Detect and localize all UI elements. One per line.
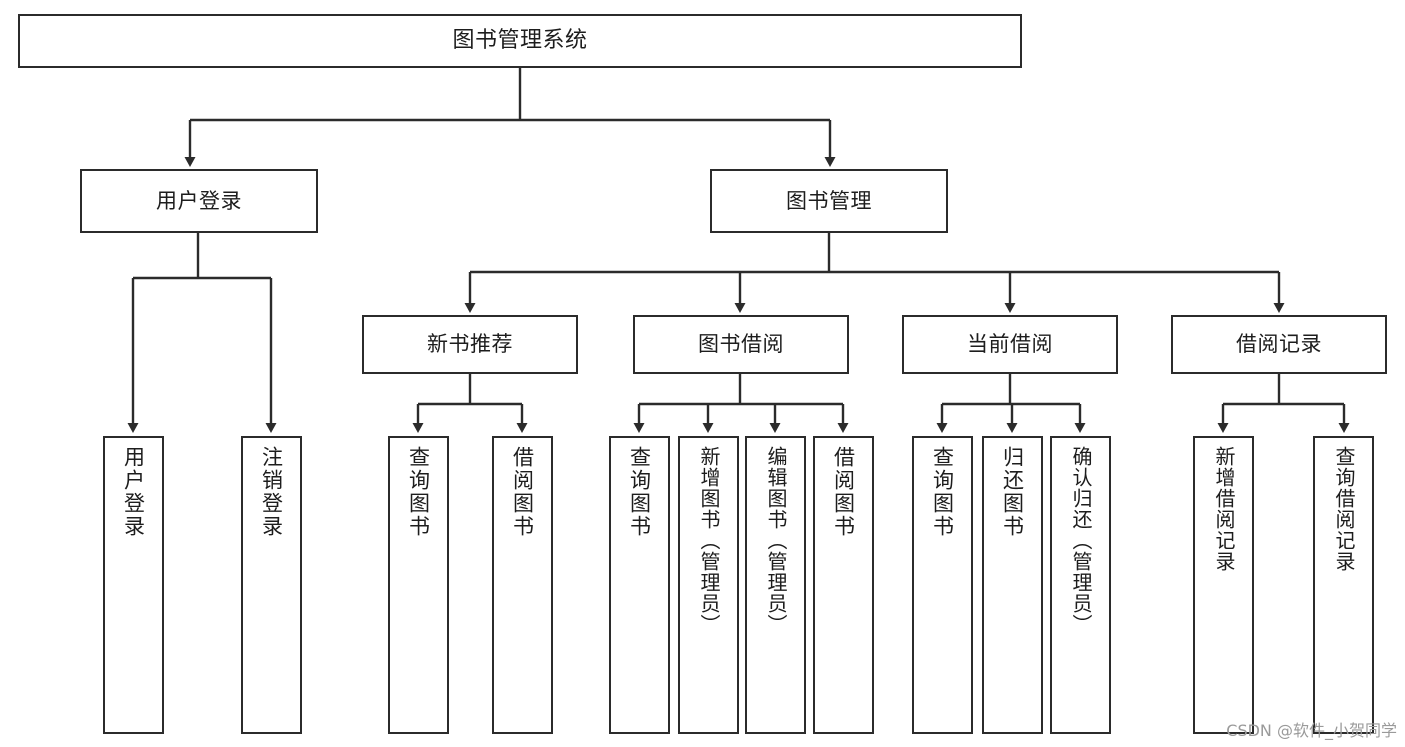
node-root-label: 图书管理系统 — [452, 28, 588, 54]
csdn-watermark: CSDN @软件_小贺同学 — [1226, 721, 1397, 740]
node-borrow-record[interactable]: 借阅记录 — [1171, 315, 1387, 374]
node-book-management-label: 图书管理 — [786, 188, 872, 213]
leaf-current-borrow-return-label: 归还图书 — [1000, 446, 1025, 538]
node-user-login-label: 用户登录 — [156, 188, 242, 213]
node-current-borrow-label: 当前借阅 — [967, 332, 1053, 357]
leaf-user-login-signin-label: 用户登录 — [121, 446, 146, 538]
leaf-new-book-query-label: 查询图书 — [406, 446, 431, 538]
leaf-current-borrow-query[interactable]: 查询图书 — [912, 436, 973, 734]
leaf-current-borrow-confirm-return[interactable]: 确认归还（管理员） — [1050, 436, 1111, 734]
node-root[interactable]: 图书管理系统 — [18, 14, 1022, 68]
node-book-borrow-label: 图书借阅 — [698, 332, 784, 357]
leaf-user-login-signout-label: 注销登录 — [259, 446, 284, 538]
node-current-borrow[interactable]: 当前借阅 — [902, 315, 1118, 374]
node-book-management[interactable]: 图书管理 — [710, 169, 948, 233]
leaf-new-book-borrow[interactable]: 借阅图书 — [492, 436, 553, 734]
leaf-book-borrow-query[interactable]: 查询图书 — [609, 436, 670, 734]
leaf-borrow-record-add[interactable]: 新增借阅记录 — [1193, 436, 1254, 734]
leaf-current-borrow-return[interactable]: 归还图书 — [982, 436, 1043, 734]
node-new-book-recommend[interactable]: 新书推荐 — [362, 315, 578, 374]
leaf-book-borrow-lend[interactable]: 借阅图书 — [813, 436, 874, 734]
leaf-current-borrow-query-label: 查询图书 — [930, 446, 955, 538]
node-user-login[interactable]: 用户登录 — [80, 169, 318, 233]
leaf-new-book-borrow-label: 借阅图书 — [510, 446, 535, 538]
leaf-book-borrow-lend-label: 借阅图书 — [831, 446, 856, 538]
leaf-book-borrow-add-label: 新增图书（管理员） — [697, 446, 721, 635]
leaf-new-book-query[interactable]: 查询图书 — [388, 436, 449, 734]
leaf-borrow-record-add-label: 新增借阅记录 — [1212, 446, 1236, 572]
node-borrow-record-label: 借阅记录 — [1236, 332, 1322, 357]
leaf-book-borrow-add[interactable]: 新增图书（管理员） — [678, 436, 739, 734]
leaf-borrow-record-query[interactable]: 查询借阅记录 — [1313, 436, 1374, 734]
leaf-current-borrow-confirm-return-label: 确认归还（管理员） — [1069, 446, 1093, 635]
node-new-book-recommend-label: 新书推荐 — [427, 332, 513, 357]
leaf-book-borrow-edit-label: 编辑图书（管理员） — [764, 446, 788, 635]
node-book-borrow[interactable]: 图书借阅 — [633, 315, 849, 374]
leaf-book-borrow-query-label: 查询图书 — [627, 446, 652, 538]
leaf-borrow-record-query-label: 查询借阅记录 — [1332, 446, 1356, 572]
leaf-user-login-signout[interactable]: 注销登录 — [241, 436, 302, 734]
leaf-book-borrow-edit[interactable]: 编辑图书（管理员） — [745, 436, 806, 734]
leaf-user-login-signin[interactable]: 用户登录 — [103, 436, 164, 734]
